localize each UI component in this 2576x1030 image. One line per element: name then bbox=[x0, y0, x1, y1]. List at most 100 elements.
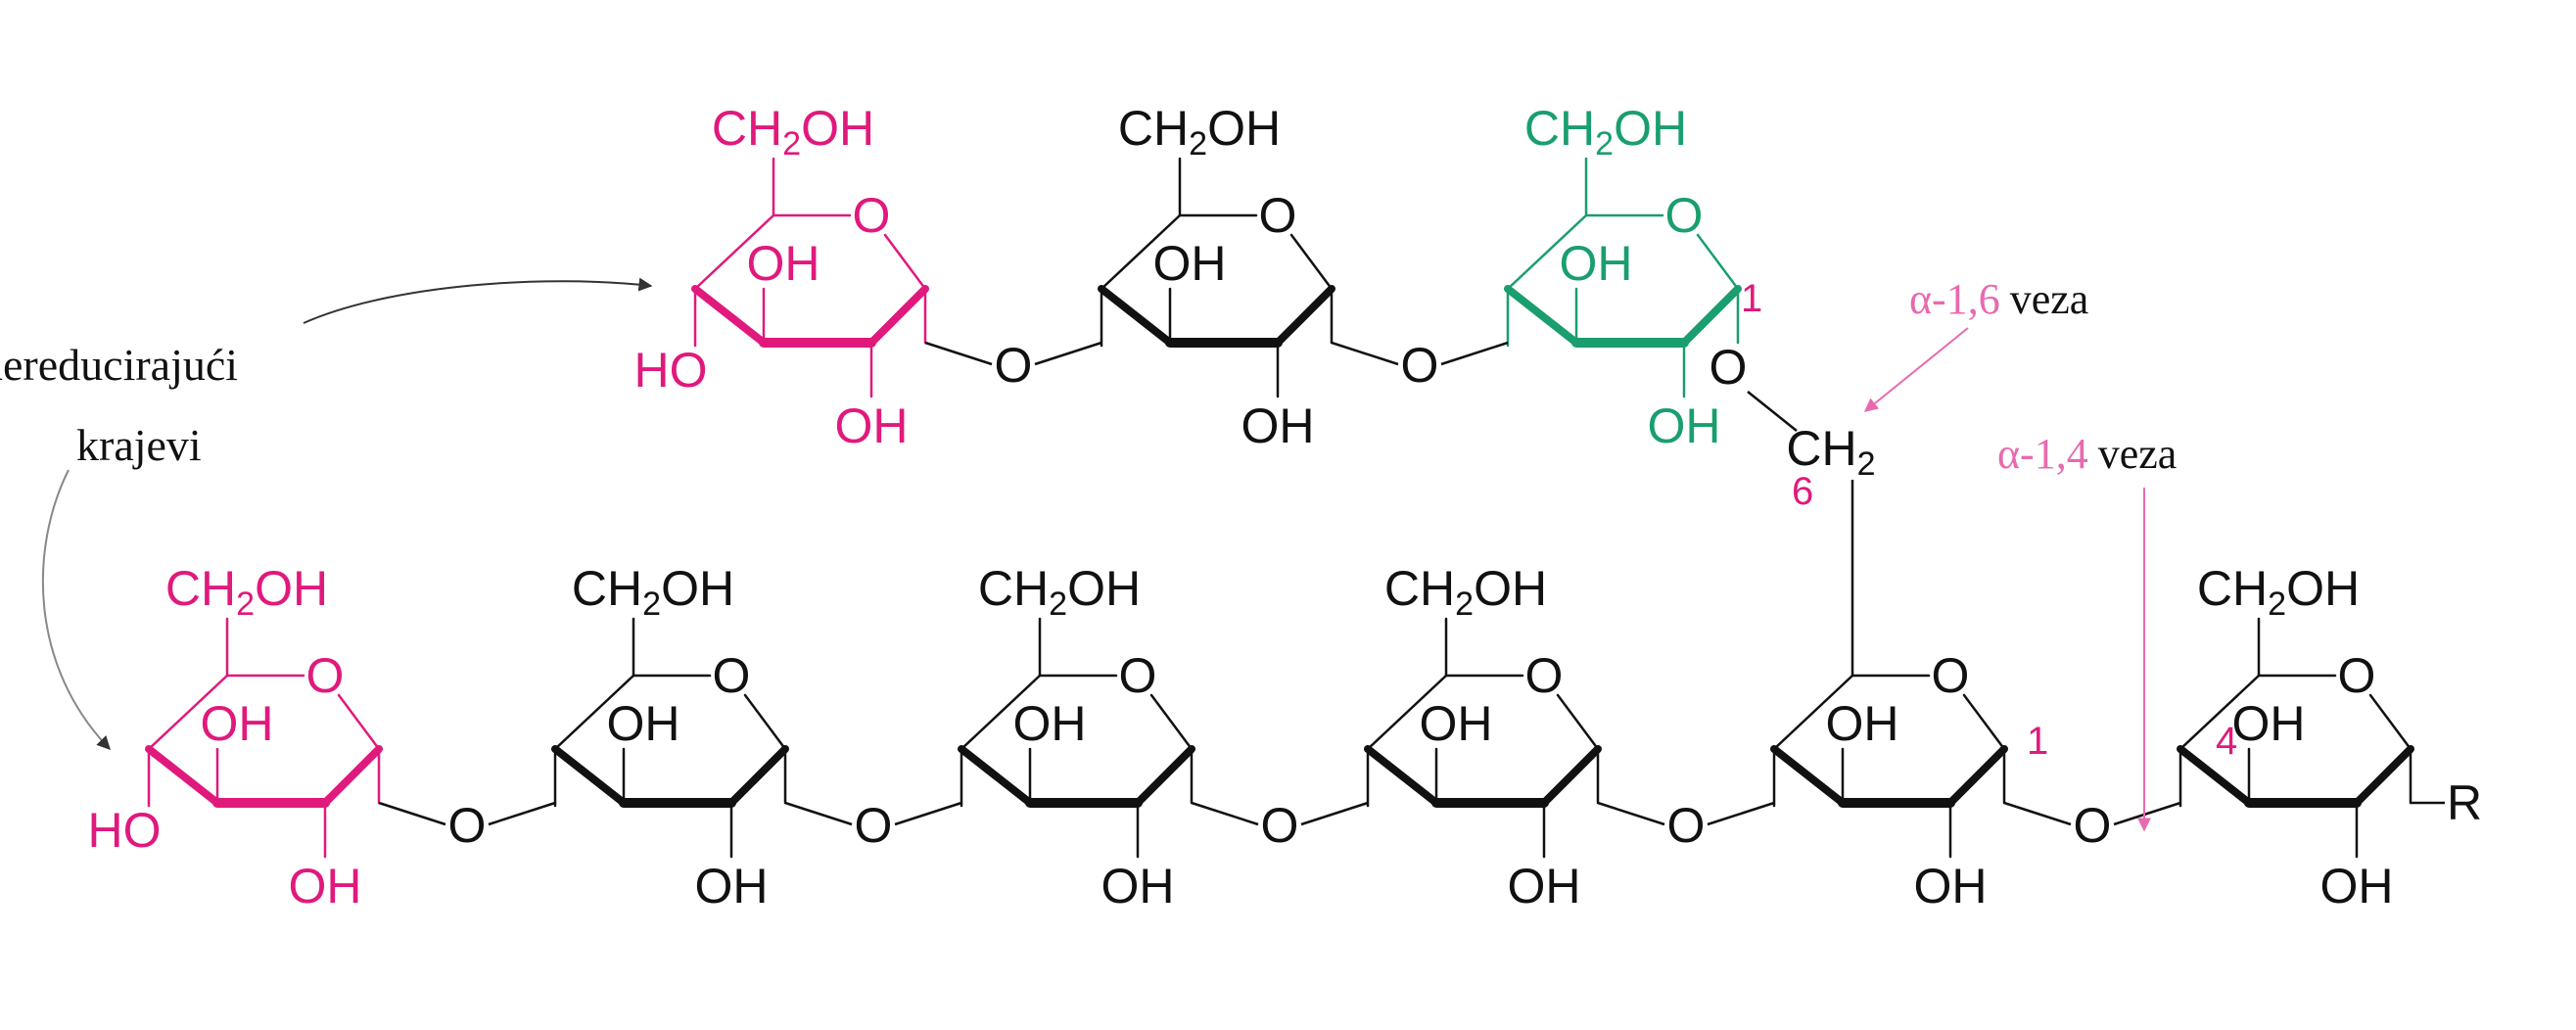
branch-oxygen: O bbox=[1710, 340, 1748, 395]
ring-bond-bold bbox=[1946, 745, 2008, 807]
glycosidic-oxygen: O bbox=[1261, 798, 1299, 853]
glycosidic-oxygen: O bbox=[1667, 798, 1706, 853]
c2-hydroxyl: OH bbox=[1508, 859, 1581, 913]
ring-oxygen: O bbox=[2338, 648, 2376, 703]
c2-hydroxyl: OH bbox=[2320, 859, 2394, 913]
ring-bond-bold bbox=[1770, 745, 1847, 807]
c2-hydroxyl: OH bbox=[695, 859, 769, 913]
link-bond bbox=[1440, 341, 1509, 366]
top-glycosidic-link-2: O bbox=[1331, 338, 1509, 393]
c3-hydroxyl: OH bbox=[2232, 696, 2306, 751]
ch2oh-group: CH2OH bbox=[165, 561, 328, 623]
nonreducing-arrow-bottom bbox=[41, 469, 111, 751]
bottom-glycosidic-link-3: O bbox=[1191, 798, 1369, 853]
ring-bond-bold bbox=[551, 745, 628, 807]
ring-bond bbox=[1772, 674, 1854, 751]
ring-bond-bold bbox=[1134, 745, 1195, 807]
c3-hydroxyl: OH bbox=[1826, 696, 1899, 751]
ring-bond bbox=[743, 693, 787, 751]
ring-bond-bold bbox=[867, 285, 929, 347]
r-group: R bbox=[2447, 775, 2482, 830]
ring-bond-bold bbox=[1540, 745, 1602, 807]
c3-hydroxyl: OH bbox=[201, 696, 274, 751]
ring-bond-bold bbox=[958, 745, 1034, 807]
ch2oh-group: CH2OH bbox=[572, 561, 734, 623]
link-bond bbox=[1300, 801, 1369, 826]
link-bond bbox=[1191, 801, 1259, 826]
ring-bond bbox=[883, 233, 927, 291]
c2-hydroxyl: OH bbox=[1241, 398, 1315, 453]
ch2oh-group: CH2OH bbox=[1524, 101, 1687, 163]
position-6-label: 6 bbox=[1792, 470, 1813, 513]
ch2oh-group: CH2OH bbox=[978, 561, 1141, 623]
ring-bond bbox=[1556, 693, 1600, 751]
c2-hydroxyl: OH bbox=[1101, 859, 1175, 913]
link-bond bbox=[2003, 801, 2072, 826]
glycosidic-oxygen: O bbox=[995, 338, 1033, 393]
c2-hydroxyl: OH bbox=[835, 398, 909, 453]
c3-hydroxyl: OH bbox=[1420, 696, 1493, 751]
sugar-rings-layer: OCH2OHOHOHHOOCH2OHOHOHOCH2OHOHOHOCH2OHOH… bbox=[88, 101, 2483, 913]
ring-bond bbox=[1100, 213, 1182, 291]
link-bond bbox=[2113, 801, 2181, 826]
c2-hydroxyl: OH bbox=[1914, 859, 1988, 913]
ring-bond bbox=[960, 674, 1042, 751]
c3-hydroxyl: OH bbox=[1013, 696, 1087, 751]
c3-hydroxyl: OH bbox=[747, 236, 820, 291]
glycosidic-oxygen: O bbox=[2074, 798, 2112, 853]
glycosidic-oxygen: O bbox=[855, 798, 893, 853]
ring-bond bbox=[2178, 674, 2261, 751]
link-bond bbox=[378, 801, 446, 826]
ch2oh-group: CH2OH bbox=[2197, 561, 2360, 623]
ring-bond bbox=[1149, 693, 1194, 751]
ring-oxygen: O bbox=[713, 648, 751, 703]
glucose-ring-bot-5: O OH OH bbox=[1770, 648, 2008, 913]
ring-bond-bold bbox=[1364, 745, 1440, 807]
ring-bond-bold bbox=[1274, 285, 1335, 347]
position-1-bottom-label: 1 bbox=[2027, 720, 2048, 763]
link-bond bbox=[1707, 801, 1775, 826]
position-1-top-label: 1 bbox=[1741, 277, 1762, 320]
bottom-glycosidic-link-1: O bbox=[378, 798, 556, 853]
branch-bond bbox=[1747, 391, 1798, 432]
ring-bond bbox=[553, 674, 635, 751]
link-bond bbox=[924, 341, 993, 366]
c4-hydroxyl: HO bbox=[88, 803, 162, 858]
ch2oh-group: CH2OH bbox=[1118, 101, 1281, 163]
ring-bond bbox=[1962, 693, 2006, 751]
ring-bond bbox=[1366, 674, 1448, 751]
ring-bond bbox=[1289, 233, 1334, 291]
bottom-glycosidic-link-4: O bbox=[1597, 798, 1775, 853]
c3-hydroxyl: OH bbox=[607, 696, 680, 751]
ring-bond bbox=[2368, 693, 2412, 751]
link-bond bbox=[1034, 341, 1102, 366]
ring-bond bbox=[693, 213, 775, 291]
link-bond bbox=[1331, 341, 1399, 366]
ring-bond bbox=[1696, 233, 1740, 291]
ring-bond-bold bbox=[2177, 745, 2253, 807]
c4-hydroxyl: HO bbox=[634, 343, 708, 398]
link-bond bbox=[894, 801, 962, 826]
bottom-glycosidic-link-2: O bbox=[784, 798, 962, 853]
nonreducing-arrow-top bbox=[303, 277, 653, 324]
bottom-glycosidic-link-5: O bbox=[2003, 798, 2181, 853]
ring-bond-bold bbox=[691, 285, 768, 347]
ring-oxygen: O bbox=[1665, 188, 1704, 243]
ring-bond-bold bbox=[727, 745, 789, 807]
ring-bond bbox=[337, 693, 381, 751]
ring-bond-bold bbox=[1680, 285, 1742, 347]
ends-label: krajevi bbox=[76, 420, 202, 470]
link-bond bbox=[784, 801, 853, 826]
ring-oxygen: O bbox=[853, 188, 891, 243]
ring-oxygen: O bbox=[1932, 648, 1970, 703]
alpha-1-6-arrow bbox=[1863, 327, 1969, 412]
